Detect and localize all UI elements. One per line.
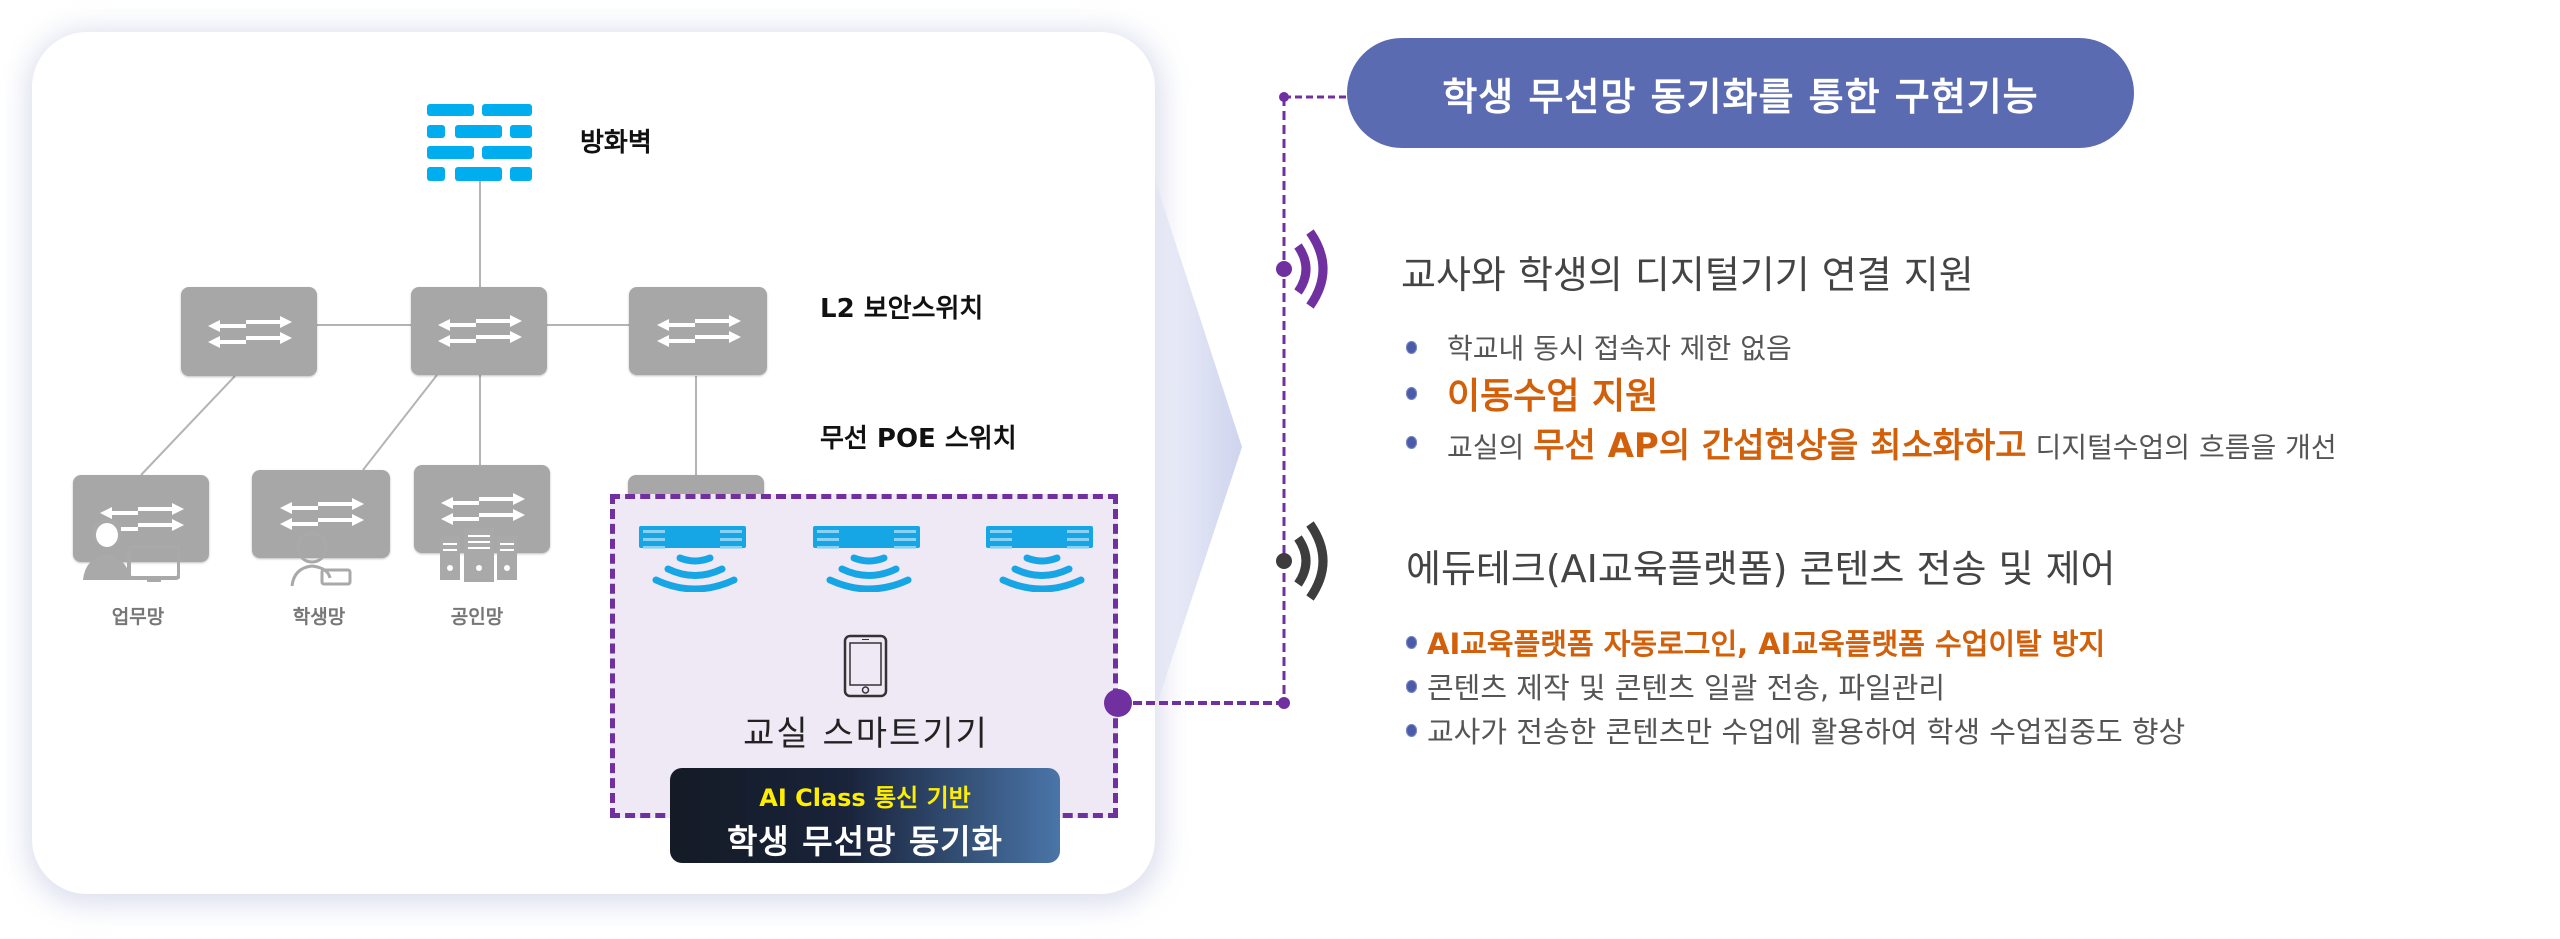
wifi-waves-icon bbox=[999, 554, 1085, 592]
poe-switch-label: 무선 POE 스위치 bbox=[820, 424, 1017, 454]
sync-badge: AI Class 통신 기반 학생 무선망 동기화 bbox=[670, 768, 1060, 863]
bullet-text-part: 디지털수업의 흐름을 개선 bbox=[2026, 430, 2337, 464]
bullet-text: 콘텐츠 제작 및 콘텐츠 일괄 전송, 파일관리 bbox=[1427, 671, 1946, 705]
connector-top-dot bbox=[1279, 92, 1289, 102]
wifi-waves-icon bbox=[652, 554, 738, 592]
network-label-office: 업무망 bbox=[111, 606, 165, 628]
access-point-icon bbox=[813, 526, 920, 554]
bullet-text: 교실의 무선 AP의 간섭현상을 최소화하고 디지털수업의 흐름을 개선 bbox=[1447, 418, 2337, 467]
poe-switch bbox=[252, 470, 390, 558]
bullet-text-highlight: 무선 AP의 간섭현상을 최소화하고 bbox=[1533, 425, 2027, 466]
link-core-poe2 bbox=[362, 374, 438, 471]
signal-dark-icon bbox=[1276, 521, 1328, 601]
bullet-dot-icon bbox=[1406, 340, 1417, 354]
bullet-text-part: 교실의 bbox=[1447, 430, 1534, 464]
card-pointer-arrow bbox=[1155, 180, 1242, 710]
bullet-text: 학교내 동시 접속자 제한 없음 bbox=[1447, 332, 1792, 365]
bullet-text: AI교육플랫폼 자동로그인, AI교육플랫폼 수업이탈 방지 bbox=[1427, 627, 2106, 661]
bullet-dot-icon bbox=[1406, 386, 1417, 400]
signal-purple-icon bbox=[1276, 229, 1328, 309]
badge-subtitle: AI Class 통신 기반 bbox=[759, 784, 971, 812]
section-title-1: 교사와 학생의 디지털기기 연결 지원 bbox=[1401, 253, 1974, 297]
zone-anchor-dot bbox=[1104, 689, 1132, 717]
bullet-item: AI교육플랫폼 자동로그인, AI교육플랫폼 수업이탈 방지 bbox=[1406, 620, 2185, 664]
bullet-text: 이동수업 지원 bbox=[1447, 376, 1659, 417]
badge-title: 학생 무선망 동기화 bbox=[727, 822, 1003, 861]
classroom-wifi-zone bbox=[610, 494, 1118, 818]
network-label-public: 공인망 bbox=[450, 606, 504, 628]
server-icon bbox=[440, 528, 517, 582]
bullet-dot-icon bbox=[1406, 679, 1417, 693]
access-point-icon bbox=[986, 526, 1093, 554]
l2-switch-label: L2 보안스위치 bbox=[820, 294, 984, 324]
smartphone-icon bbox=[843, 634, 888, 698]
bullet-item: 학교내 동시 접속자 제한 없음 bbox=[1406, 325, 2337, 369]
bullet-item: 교실의 무선 AP의 간섭현상을 최소화하고 디지털수업의 흐름을 개선 bbox=[1406, 417, 2337, 467]
features-header: 학생 무선망 동기화를 통한 구현기능 bbox=[1347, 38, 2134, 148]
bullet-item: 이동수업 지원 bbox=[1406, 369, 2337, 417]
section-title-2: 에듀테크(AI교육플랫폼) 콘텐츠 전송 및 제어 bbox=[1406, 547, 2116, 591]
network-label-student: 학생망 bbox=[292, 606, 346, 628]
smart-device-label: 교실 스마트기기 bbox=[743, 714, 989, 754]
link-l2a-poe1 bbox=[140, 375, 236, 476]
connector-bottom-dot bbox=[1278, 697, 1290, 709]
office-worker-icon bbox=[83, 519, 180, 582]
access-point-icon bbox=[639, 526, 746, 554]
firewall-label: 방화벽 bbox=[580, 128, 652, 158]
bullet-dot-icon bbox=[1406, 435, 1417, 449]
section-1-bullets: 학교내 동시 접속자 제한 없음 이동수업 지원 교실의 무선 AP의 간섭현상… bbox=[1406, 325, 2337, 467]
l2-core-switch bbox=[411, 287, 547, 375]
bullet-item: 콘텐츠 제작 및 콘텐츠 일괄 전송, 파일관리 bbox=[1406, 664, 2185, 708]
bullet-text: 교사가 전송한 콘텐츠만 수업에 활용하여 학생 수업집중도 향상 bbox=[1427, 715, 2186, 749]
student-icon bbox=[290, 531, 352, 587]
l2-switch bbox=[629, 287, 767, 375]
section-2-bullets: AI교육플랫폼 자동로그인, AI교육플랫폼 수업이탈 방지 콘텐츠 제작 및 … bbox=[1406, 620, 2185, 752]
bullet-dot-icon bbox=[1406, 723, 1417, 737]
bullet-item: 교사가 전송한 콘텐츠만 수업에 활용하여 학생 수업집중도 향상 bbox=[1406, 708, 2185, 752]
wifi-waves-icon bbox=[826, 554, 912, 592]
l2-switch bbox=[181, 287, 317, 376]
firewall-brick-icon bbox=[427, 104, 532, 181]
bullet-dot-icon bbox=[1406, 635, 1417, 649]
